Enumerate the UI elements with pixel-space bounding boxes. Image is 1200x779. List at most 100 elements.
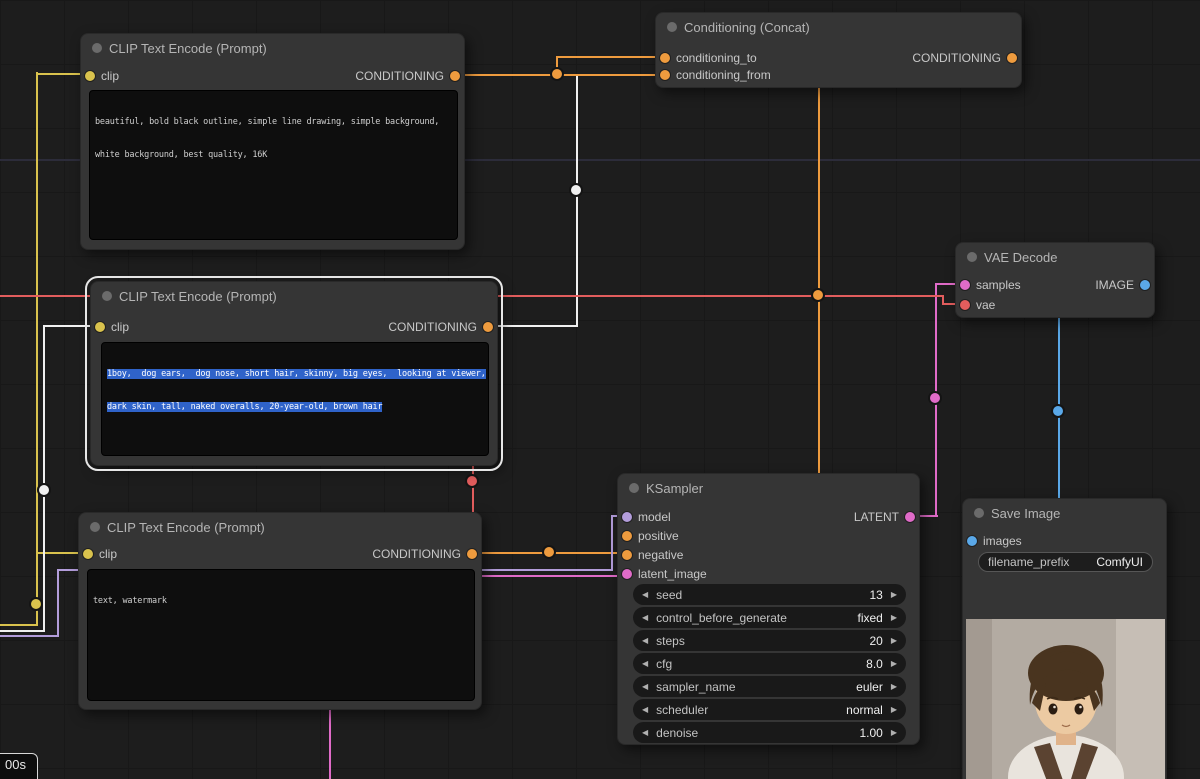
node-vae-decode[interactable]: VAE Decode samples vae IMAGE (955, 242, 1155, 318)
image-output-slot[interactable] (1140, 280, 1150, 290)
prompt-textarea[interactable]: 1boy, dog ears, dog nose, short hair, sk… (101, 342, 489, 456)
widget-value: ComfyUI (1096, 555, 1143, 569)
increment-icon[interactable]: ▶ (890, 681, 897, 691)
conditioning-output-slot[interactable] (450, 71, 460, 81)
latent-output-slot[interactable] (905, 512, 915, 522)
node-title: CLIP Text Encode (Prompt) (107, 520, 265, 535)
node-title: Conditioning (Concat) (684, 20, 810, 35)
clip-input-slot[interactable] (83, 549, 93, 559)
collapse-dot-icon[interactable] (92, 43, 102, 53)
decrement-icon[interactable]: ◀ (642, 681, 649, 691)
clip-input-label: clip (111, 320, 130, 334)
vae-input-slot[interactable] (960, 300, 970, 310)
collapse-dot-icon[interactable] (967, 252, 977, 262)
collapse-dot-icon[interactable] (102, 291, 112, 301)
conditioning-output-slot[interactable] (483, 322, 493, 332)
model-input-slot[interactable] (622, 512, 632, 522)
widget-value: 13 (869, 587, 883, 602)
wire-clip (36, 73, 92, 75)
clip-input-slot[interactable] (85, 71, 95, 81)
widget-label: cfg (656, 656, 673, 671)
reroute-dot[interactable] (571, 185, 581, 195)
widget-denoise[interactable]: ◀ denoise 1.00 ▶ (633, 722, 906, 743)
collapse-dot-icon[interactable] (667, 22, 677, 32)
vae-input-label: vae (976, 298, 996, 312)
node-title: VAE Decode (984, 250, 1058, 265)
node-clip-text-encode-top[interactable]: CLIP Text Encode (Prompt) clip CONDITION… (80, 33, 465, 250)
conditioning-from-label: conditioning_from (676, 68, 771, 82)
increment-icon[interactable]: ▶ (890, 635, 897, 645)
reroute-dot[interactable] (813, 290, 823, 300)
node-title: CLIP Text Encode (Prompt) (109, 41, 267, 56)
conditioning-from-input-slot[interactable] (660, 70, 670, 80)
increment-icon[interactable]: ▶ (890, 727, 897, 737)
reroute-dot[interactable] (467, 476, 477, 486)
clip-input-label: clip (101, 69, 120, 83)
widget-steps[interactable]: ◀ steps 20 ▶ (633, 630, 906, 651)
collapse-dot-icon[interactable] (974, 508, 984, 518)
widget-sampler-name[interactable]: ◀ sampler_name euler ▶ (633, 676, 906, 697)
preview-image (966, 619, 1165, 779)
reroute-dot[interactable] (39, 485, 49, 495)
node-save-image[interactable]: Save Image images filename_prefix ComfyU… (962, 498, 1167, 779)
decrement-icon[interactable]: ◀ (642, 658, 649, 668)
prompt-textarea[interactable]: beautiful, bold black outline, simple li… (89, 90, 458, 240)
clip-input-slot[interactable] (95, 322, 105, 332)
latent-image-input-slot[interactable] (622, 569, 632, 579)
widget-label: scheduler (656, 702, 709, 717)
widget-control-before-generate[interactable]: ◀ control_before_generate fixed ▶ (633, 607, 906, 628)
wire-model (611, 515, 613, 571)
negative-input-label: negative (638, 548, 684, 562)
decrement-icon[interactable]: ◀ (642, 635, 649, 645)
wire-vae (942, 303, 962, 305)
increment-icon[interactable]: ▶ (890, 589, 897, 599)
increment-icon[interactable]: ▶ (890, 612, 897, 622)
conditioning-output-label: CONDITIONING (372, 547, 461, 561)
widget-filename-prefix[interactable]: filename_prefix ComfyUI (978, 552, 1153, 572)
node-title: KSampler (646, 481, 704, 496)
wire-model (57, 569, 59, 637)
decrement-icon[interactable]: ◀ (642, 727, 649, 737)
node-conditioning-concat[interactable]: Conditioning (Concat) conditioning_to co… (655, 12, 1022, 88)
prompt-textarea[interactable]: text, watermark (87, 569, 475, 701)
increment-icon[interactable]: ▶ (890, 704, 897, 714)
negative-input-slot[interactable] (622, 550, 632, 560)
reroute-dot[interactable] (31, 599, 41, 609)
reroute-dot[interactable] (552, 69, 562, 79)
node-clip-text-encode-middle[interactable]: CLIP Text Encode (Prompt) clip CONDITION… (85, 276, 503, 471)
widget-label: seed (656, 587, 683, 602)
widget-value: 8.0 (866, 656, 883, 671)
node-ksampler[interactable]: KSampler model positive negative latent_… (617, 473, 920, 745)
conditioning-to-input-slot[interactable] (660, 53, 670, 63)
positive-input-slot[interactable] (622, 531, 632, 541)
wire-selected-clip (43, 325, 92, 327)
increment-icon[interactable]: ▶ (890, 658, 897, 668)
wire-latent-to-vae (935, 283, 960, 285)
collapse-dot-icon[interactable] (90, 522, 100, 532)
reroute-dot[interactable] (1053, 406, 1063, 416)
widget-cfg[interactable]: ◀ cfg 8.0 ▶ (633, 653, 906, 674)
widget-seed[interactable]: ◀ seed 13 ▶ (633, 584, 906, 605)
node-title: CLIP Text Encode (Prompt) (119, 289, 277, 304)
conditioning-output-slot[interactable] (1007, 53, 1017, 63)
conditioning-output-label: CONDITIONING (355, 69, 444, 83)
reroute-dot[interactable] (544, 547, 554, 557)
grid-line (0, 159, 1200, 161)
decrement-icon[interactable]: ◀ (642, 612, 649, 622)
conditioning-output-slot[interactable] (467, 549, 477, 559)
reroute-dot[interactable] (930, 393, 940, 403)
node-clip-text-encode-bottom[interactable]: CLIP Text Encode (Prompt) clip CONDITION… (78, 512, 482, 710)
wire-clip (36, 605, 38, 625)
widget-value: normal (846, 702, 883, 717)
widget-label: sampler_name (656, 679, 736, 694)
samples-input-slot[interactable] (960, 280, 970, 290)
prompt-text-line: white background, best quality, 16K (95, 150, 268, 160)
partial-node[interactable]: 00s (0, 753, 38, 779)
collapse-dot-icon[interactable] (629, 483, 639, 493)
widget-value: fixed (857, 610, 883, 625)
widget-scheduler[interactable]: ◀ scheduler normal ▶ (633, 699, 906, 720)
decrement-icon[interactable]: ◀ (642, 589, 649, 599)
images-input-slot[interactable] (967, 536, 977, 546)
decrement-icon[interactable]: ◀ (642, 704, 649, 714)
